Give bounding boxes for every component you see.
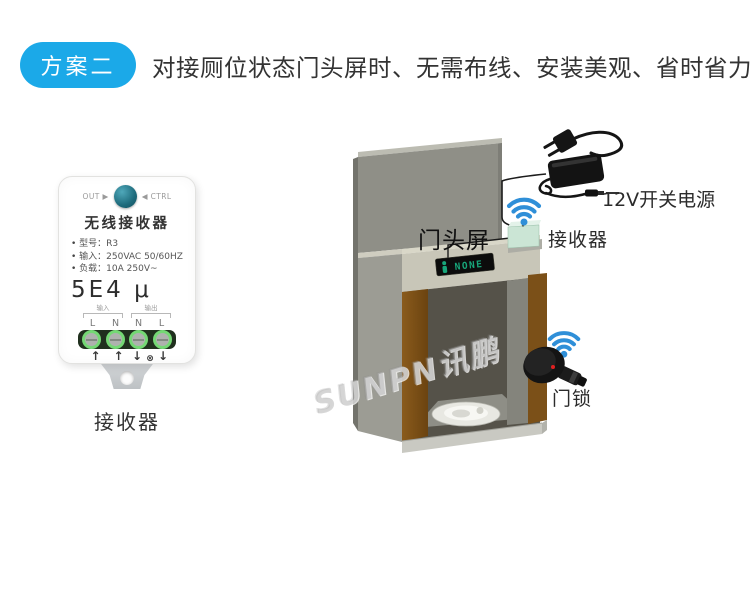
wifi-icon-receiver <box>506 197 542 226</box>
device-name: 无线接收器 <box>84 216 170 232</box>
arrow-in-2: ↑ <box>113 348 124 363</box>
label-receiver: 接收器 <box>548 229 609 251</box>
pin-l2: L <box>158 317 165 329</box>
device-top-row: OUT ▶ ◀ CTRL <box>83 185 172 208</box>
back-wall-face <box>358 143 502 253</box>
terminal-screw-3 <box>129 329 149 349</box>
wifi-icon-lock <box>547 331 581 358</box>
label-door-lock: 门锁 <box>552 388 593 410</box>
plinth-right-cap <box>542 420 547 434</box>
plinth <box>402 423 542 453</box>
terminal-groups: 输入 输出 <box>83 303 171 318</box>
terminal-block <box>78 329 176 349</box>
output-bracket <box>131 312 171 318</box>
interior-right-wall <box>507 278 528 425</box>
display-wire <box>447 237 511 259</box>
arrow-out-1: ↓ <box>131 348 143 363</box>
pin-n2: N <box>134 317 143 329</box>
input-group-label: 输入 <box>96 303 110 312</box>
label-door-screen: 门头屏 <box>418 228 490 254</box>
left-door-frame <box>402 289 428 442</box>
page-title: 对接厕位状态门头屏时、无需布线、安装美观、省时省力 <box>152 54 750 82</box>
terminal-screw-2 <box>105 329 125 349</box>
lock-knob <box>523 346 565 384</box>
lock-indicator-led <box>551 365 555 369</box>
squat-toilet <box>431 401 501 427</box>
power-adapter <box>538 129 624 199</box>
pin-l1: L <box>89 317 96 329</box>
header-board-top <box>402 235 540 254</box>
lamp-symbol: ⊗ <box>146 353 154 364</box>
output-group-label: 输出 <box>144 303 158 312</box>
display-text: NONE <box>454 259 484 273</box>
receiver-device-body: OUT ▶ ◀ CTRL 无线接收器 型号：R3 输入：250VAC 50/60… <box>58 176 196 364</box>
arrow-out-2: ↓ <box>157 348 169 363</box>
terminal-screw-4 <box>152 329 172 349</box>
antenna-knob-icon <box>113 185 137 208</box>
person-icon <box>442 261 448 273</box>
plinth-edge-line <box>401 422 543 442</box>
back-wall-right-shade <box>498 143 502 242</box>
plan-badge: 方案二 <box>20 42 136 88</box>
device-marking: 5E4 μ <box>71 276 152 303</box>
back-wall-top-edge <box>358 138 502 157</box>
output-cord <box>544 191 589 199</box>
back-wall-left-edge <box>353 157 358 431</box>
input-group: 输入 <box>83 303 123 318</box>
adapter-wire <box>501 173 547 227</box>
receiver-box <box>507 220 541 249</box>
plug-cord <box>571 130 624 158</box>
mounting-hole <box>120 371 134 385</box>
wiring-arrows: ↑ ↑ ↓ ⊗ ↓ <box>84 348 170 366</box>
wireless-receiver-device: OUT ▶ ◀ CTRL 无线接收器 型号：R3 输入：250VAC 50/60… <box>58 176 196 389</box>
pin-n1: N <box>111 317 120 329</box>
out-label: OUT ▶ <box>82 192 109 201</box>
output-cord-curl <box>538 177 553 195</box>
terminal-pin-labels: L N N L <box>81 318 173 330</box>
spec-load: 负载：10A 250V~ <box>71 263 183 276</box>
ctrl-label: ◀ CTRL <box>141 192 172 201</box>
toilet-stall-illustration: NONE <box>353 138 547 453</box>
lock-stem <box>557 365 587 387</box>
door-lock-device <box>523 346 587 387</box>
output-group: 输出 <box>131 303 171 318</box>
label-power-supply: 12V开关电源 <box>602 189 716 211</box>
spec-input: 输入：250VAC 50/60HZ <box>71 251 183 264</box>
spec-model: 型号：R3 <box>71 238 183 251</box>
left-wall-face <box>358 254 402 442</box>
plug-icon <box>543 129 578 157</box>
door-screen-display: NONE <box>435 252 495 277</box>
arrow-in-1: ↑ <box>90 348 101 363</box>
terminal-screw-1 <box>82 329 102 349</box>
device-spec-list: 型号：R3 输入：250VAC 50/60HZ 负载：10A 250V~ <box>71 238 183 276</box>
input-bracket <box>83 312 123 318</box>
adapter-brick <box>547 153 605 189</box>
device-caption: 接收器 <box>94 410 160 434</box>
plan-badge-label: 方案二 <box>40 55 116 80</box>
installation-diagram: NONE <box>350 125 730 485</box>
barrel-connector <box>585 189 604 197</box>
left-wall-top-edge <box>358 249 402 258</box>
